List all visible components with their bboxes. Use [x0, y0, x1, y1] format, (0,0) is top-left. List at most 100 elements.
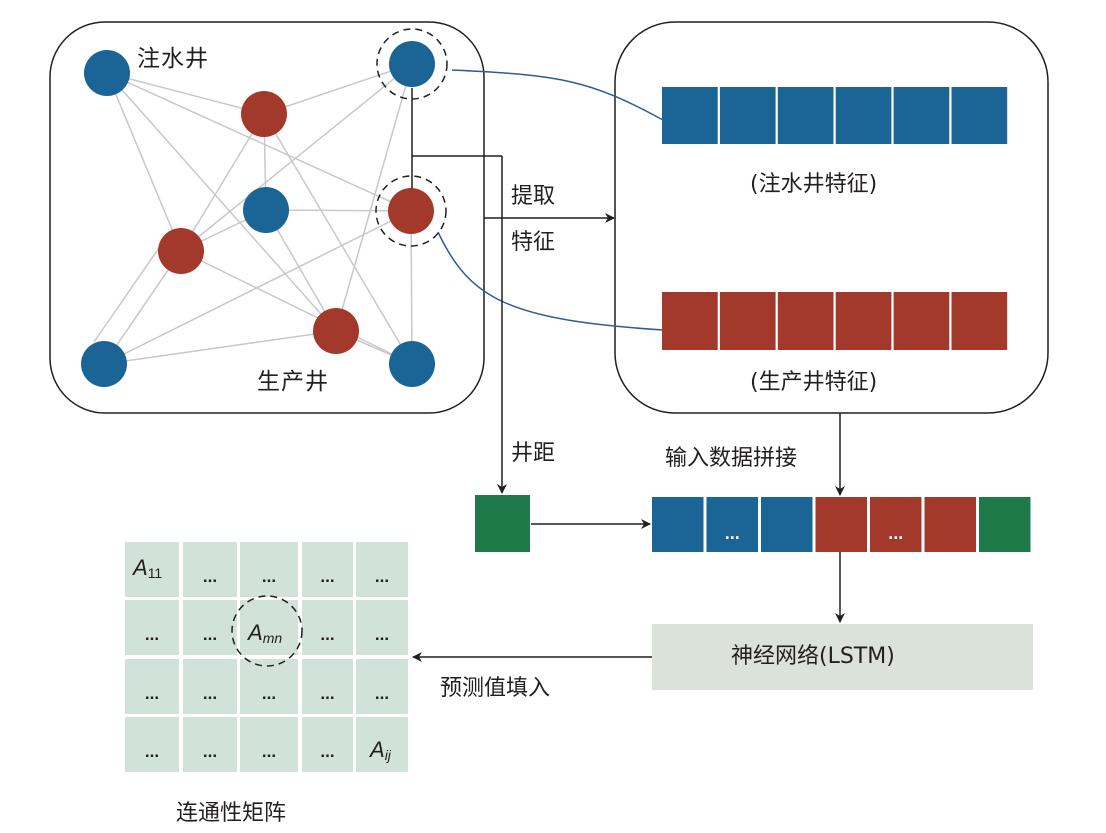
matrix-cell [125, 600, 179, 655]
matrix-ellipsis: ... [203, 625, 217, 644]
injector-concat-cell [761, 497, 813, 552]
matrix-cell [183, 542, 237, 597]
matrix-cell [240, 659, 298, 714]
producer-feature-cell [951, 292, 1008, 350]
matrix-cell [240, 717, 298, 772]
matrix-ellipsis: ... [320, 684, 334, 703]
connectivity-matrix: A11.................. Amn................… [125, 542, 408, 772]
matrix-ellipsis: ... [320, 742, 334, 761]
network-edge [106, 72, 265, 115]
matrix-ellipsis: ... [145, 625, 159, 644]
ellipsis-text: ... [725, 523, 740, 543]
matrix-cell [125, 717, 179, 772]
matrix-cell [125, 542, 179, 597]
matrix-element-label: A11 [131, 555, 162, 581]
network-edge [180, 250, 413, 365]
injector-well-node [81, 341, 127, 387]
producer-well-node [388, 188, 434, 234]
matrix-cell [356, 600, 408, 655]
injector-feature-cell [835, 87, 892, 144]
network-edge [263, 113, 413, 365]
injector-well-node [243, 187, 289, 233]
network-edge [106, 72, 182, 252]
feature-bars [662, 87, 1008, 350]
matrix-cell [302, 717, 353, 772]
matrix-ellipsis: ... [145, 684, 159, 703]
network-edge [106, 72, 412, 212]
producer-well-label: 生产井 [257, 369, 329, 395]
injector-feature-cell [777, 87, 834, 144]
concat-label: 输入数据拼接 [665, 446, 798, 471]
injector-feature-cell [662, 87, 718, 144]
injector-well-node [389, 341, 435, 387]
matrix-ellipsis: ... [203, 742, 217, 761]
matrix-ellipsis: ... [262, 567, 276, 586]
injector-well-label: 注水井 [137, 46, 209, 72]
producer-well-node [158, 228, 204, 274]
matrix-cell [302, 659, 353, 714]
producer-feature-cell [835, 292, 892, 350]
injector-well-node [84, 50, 130, 96]
producer-feature-cell [662, 292, 718, 350]
producer-well-node [241, 91, 287, 137]
matrix-cell [302, 542, 353, 597]
network-edge [106, 72, 337, 332]
matrix-cell [302, 600, 353, 655]
matrix-element-label: Amn [246, 620, 282, 646]
highlight-ring-producer [375, 175, 447, 247]
highlight-ring-amn [231, 595, 303, 667]
well-distance-box [475, 495, 530, 552]
producer-feature-caption: (生产井特征) [750, 370, 878, 395]
producer-feature-link [437, 231, 664, 331]
matrix-ellipsis: ... [320, 625, 334, 644]
matrix-ellipsis: ... [262, 742, 276, 761]
producer-feature-cell [777, 292, 834, 350]
network-edge [263, 63, 413, 115]
lstm-label: 神经网络(LSTM) [731, 644, 895, 669]
matrix-caption: 连通性矩阵 [176, 801, 287, 826]
injector-feature-caption: (注水井特征) [750, 172, 878, 197]
matrix-ellipsis: ... [203, 684, 217, 703]
producer-concat-cell [924, 497, 976, 552]
matrix-cell [240, 600, 298, 655]
injector-concat-cell [706, 497, 758, 552]
fill-prediction-label: 预测值填入 [440, 676, 551, 701]
matrix-ellipsis: ... [145, 742, 159, 761]
matrix-cell [356, 542, 408, 597]
matrix-cell [356, 659, 408, 714]
network-nodes [81, 41, 435, 387]
injector-well-node [389, 41, 435, 87]
matrix-cell [183, 600, 237, 655]
network-edge [265, 209, 412, 212]
ellipsis-text: ... [888, 523, 903, 543]
highlight-ring-injector [376, 28, 448, 100]
matrix-ellipsis: ... [203, 567, 217, 586]
well-distance-label: 井距 [511, 441, 556, 466]
matrix-cell [240, 542, 298, 597]
lstm-box [652, 624, 1033, 690]
network-edge [93, 231, 171, 343]
producer-feature-cell [719, 292, 776, 350]
network-edge [180, 113, 265, 252]
distance-concat-cell [979, 497, 1031, 552]
injector-feature-cell [719, 87, 776, 144]
injector-concat-cell [652, 497, 704, 552]
matrix-cell [183, 659, 237, 714]
network-edge [103, 330, 337, 365]
producer-concat-cell [870, 497, 922, 552]
producer-well-node [313, 308, 359, 354]
matrix-ellipsis: ... [375, 684, 389, 703]
network-edge [180, 63, 413, 252]
producer-concat-cell [815, 497, 867, 552]
matrix-ellipsis: ... [375, 567, 389, 586]
flow-connectors [411, 69, 845, 662]
matrix-cell [125, 659, 179, 714]
producer-feature-cell [893, 292, 950, 350]
matrix-cell [183, 717, 237, 772]
injector-feature-cell [951, 87, 1008, 144]
matrix-ellipsis: ... [375, 625, 389, 644]
network-edge [265, 209, 337, 332]
network-edge [335, 63, 413, 332]
feature-panel [614, 21, 1049, 414]
